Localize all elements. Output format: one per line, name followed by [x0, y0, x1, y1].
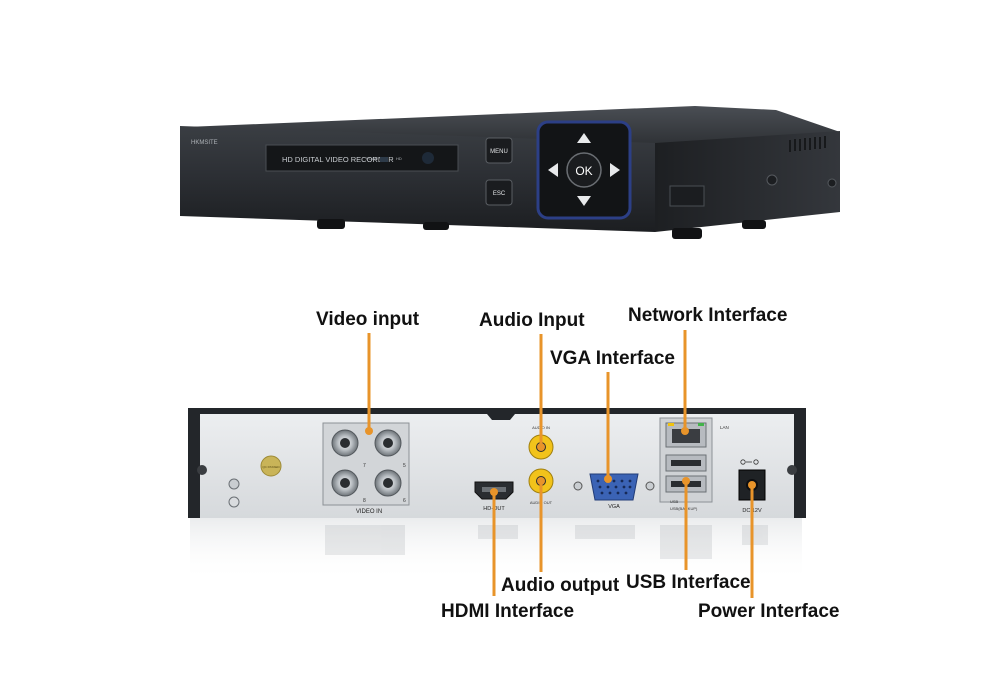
svg-text:ESC: ESC: [493, 191, 506, 197]
esc-button[interactable]: ESC: [485, 179, 513, 206]
nav-down-icon[interactable]: [577, 196, 591, 206]
port-number: 7: [363, 463, 366, 469]
label-vga-interface: VGA Interface: [550, 348, 675, 369]
bnc-port[interactable]: [331, 469, 359, 497]
power-led-icon: [380, 157, 388, 162]
leader-dot-usb: [682, 477, 690, 485]
front-power-label: POWER: [366, 156, 381, 161]
front-dvr-unit: HKMSITE HD DIGITAL VIDEO RECORDER POWER …: [180, 106, 840, 239]
qc-label: QC PASSED: [262, 465, 280, 469]
usb-label: USB: [670, 499, 679, 504]
lan-port[interactable]: [665, 422, 707, 448]
qc-sticker: [260, 455, 282, 477]
leader-dot-network: [681, 427, 689, 435]
nav-left-icon[interactable]: [548, 163, 558, 177]
vga-port[interactable]: [573, 473, 655, 501]
front-top-face: [186, 106, 840, 144]
label-usb-interface: USB Interface: [626, 572, 751, 593]
front-brand: HKMSITE: [191, 140, 218, 146]
leader-lines: [365, 330, 756, 598]
leader-dot-audio-input: [537, 443, 545, 451]
label-network-interface: Network Interface: [628, 305, 788, 326]
usb-backup-label: USB(BACKUP): [670, 506, 698, 511]
side-screw: [827, 178, 837, 188]
leader-dot-power: [748, 481, 756, 489]
front-feet: [317, 219, 766, 239]
label-power-interface: Power Interface: [698, 601, 840, 622]
leader-dot-vga: [604, 475, 612, 483]
bnc-port[interactable]: [331, 429, 359, 457]
svg-text:MENU: MENU: [490, 149, 508, 155]
port-number: 6: [403, 498, 406, 504]
vga-label: VGA: [608, 504, 620, 510]
nav-right-icon[interactable]: [610, 163, 620, 177]
side-port: [669, 185, 705, 207]
dc-polarity-icon: [740, 459, 759, 465]
label-audio-input: Audio Input: [479, 310, 585, 331]
usb-port-top[interactable]: [665, 454, 707, 472]
leader-dot-audio-output: [537, 477, 545, 485]
rear-bracket-left: [188, 440, 200, 500]
side-screw: [766, 174, 778, 186]
ground-symbol-icon: [228, 496, 240, 508]
video-in-label: VIDEO IN: [356, 509, 382, 515]
lan-label: LAN: [720, 425, 729, 430]
ir-sensor-icon: [422, 152, 434, 164]
rear-reflection: [190, 518, 802, 582]
side-vents: [789, 136, 826, 152]
front-display-label: HD DIGITAL VIDEO RECORDER: [282, 155, 394, 164]
screw-icon: [787, 465, 797, 475]
rear-reflection-ports: [325, 525, 768, 559]
screw-icon: [197, 465, 207, 475]
label-audio-output: Audio output: [501, 575, 620, 596]
video-in-block: 7 5 8 6 VIDEO IN: [322, 422, 410, 515]
port-number: 8: [363, 498, 366, 504]
port-number: 5: [403, 463, 406, 469]
front-hdd-label: HD: [396, 156, 402, 161]
rear-dvr-unit: QC PASSED 7 5 8 6 VIDEO: [188, 408, 806, 582]
rear-bracket-right: [794, 440, 806, 500]
label-hdmi-interface: HDMI Interface: [441, 601, 575, 622]
navigation-pad[interactable]: OK: [536, 120, 632, 220]
menu-button[interactable]: MENU: [485, 137, 513, 164]
nav-up-icon[interactable]: [577, 133, 591, 143]
leader-dot-video-input: [365, 427, 373, 435]
label-video-input: Video input: [316, 309, 420, 330]
bnc-port[interactable]: [374, 469, 402, 497]
bnc-port[interactable]: [374, 429, 402, 457]
ground-screw-icon: [228, 478, 240, 490]
ok-button[interactable]: OK: [566, 152, 602, 188]
leader-dot-hdmi: [490, 488, 498, 496]
svg-text:OK: OK: [575, 164, 592, 178]
side-face: [655, 131, 840, 232]
